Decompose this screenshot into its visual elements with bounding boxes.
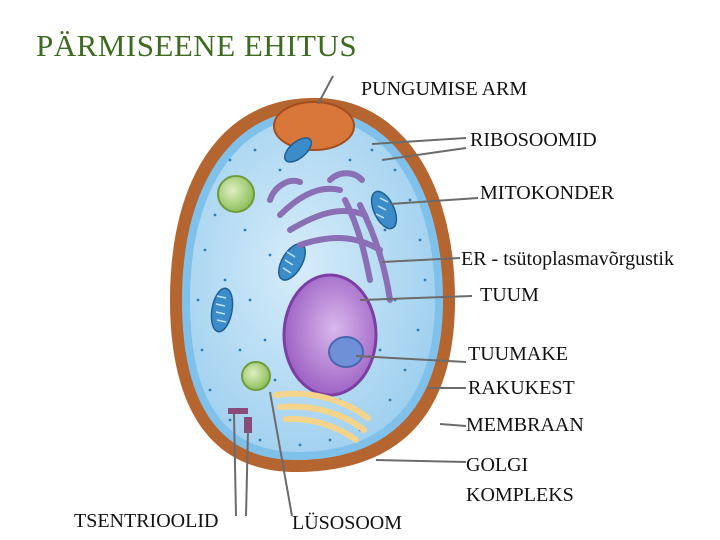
label-cell-wall: RAKUKEST xyxy=(468,377,575,399)
label-bud-scar: PUNGUMISE ARM xyxy=(361,78,528,100)
mitochondria xyxy=(210,137,398,333)
vacuole-upper xyxy=(217,175,255,213)
label-centrioles: TSENTRIOOLID xyxy=(74,510,219,532)
ribosome-dots xyxy=(196,148,427,447)
nucleolus xyxy=(328,336,364,368)
label-nucleus: TUUM xyxy=(480,284,539,306)
golgi-apparatus xyxy=(273,390,371,443)
page-title: PÄRMISEENE EHITUS xyxy=(36,28,358,63)
label-mitochondrion: MITOKONDER xyxy=(480,182,615,204)
label-ribosomes: RIBOSOOMID xyxy=(470,129,597,151)
label-golgi-line1: GOLGI xyxy=(466,454,529,476)
nucleus xyxy=(282,273,378,397)
leader-lines xyxy=(233,75,479,517)
label-lysosome: LÜSOSOOM xyxy=(292,512,403,534)
endoplasmic-reticulum xyxy=(267,170,393,303)
label-er: ER - tsütoplasmavõrgustik xyxy=(461,248,674,270)
label-membrane: MEMBRAAN xyxy=(466,414,584,436)
label-nucleolus: TUUMAKE xyxy=(468,343,568,365)
centriole-b xyxy=(244,417,252,433)
label-golgi-line2: KOMPLEKS xyxy=(466,484,574,506)
centriole-a xyxy=(228,408,248,414)
vacuole-lower xyxy=(241,361,271,391)
bud-scar xyxy=(273,101,355,151)
mitochondria-cristae xyxy=(215,197,389,323)
